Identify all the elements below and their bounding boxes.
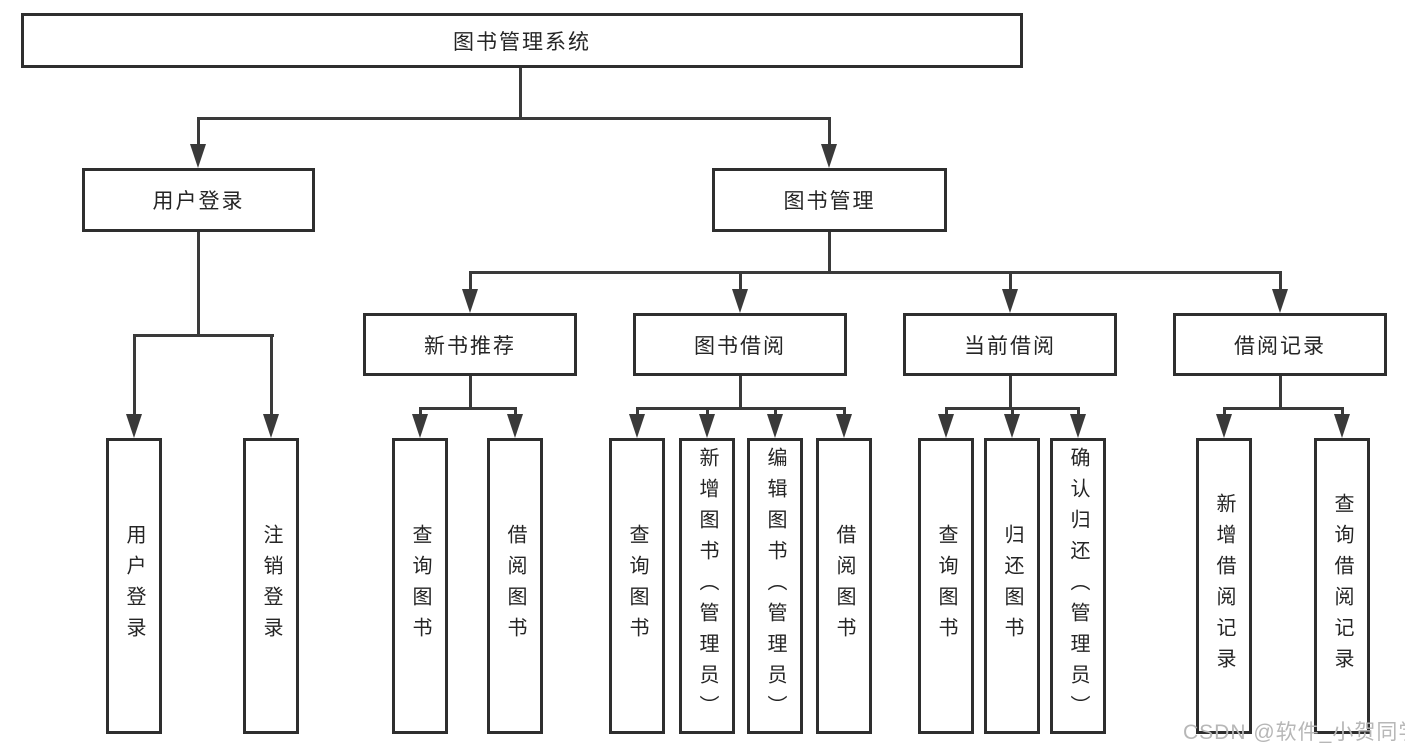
connector-records-drop <box>1278 376 1282 409</box>
arrow-down-icon <box>462 289 478 313</box>
connector-stem-book-management <box>827 117 831 148</box>
node-borrowing-records: 借阅记录 <box>1173 313 1387 376</box>
arrow-down-icon <box>821 144 837 168</box>
leaf-query-books-2: 查询图书 <box>609 438 665 734</box>
connector-stem-leaf <box>269 334 273 415</box>
connector-stem-leaf <box>773 407 777 416</box>
leaf-user-login: 用户登录 <box>106 438 162 734</box>
node-new-book-recommend: 新书推荐 <box>363 313 577 376</box>
node-label: 注销登录 <box>260 524 282 648</box>
node-label: 查询图书 <box>626 524 648 648</box>
node-book-management: 图书管理 <box>712 168 947 232</box>
arrow-down-icon <box>699 414 715 438</box>
connector-borrowing-split <box>635 407 846 410</box>
connector-level2-split <box>196 117 831 120</box>
arrow-down-icon <box>732 289 748 313</box>
connector-level3-split <box>468 271 1282 274</box>
connector-stem-leaf <box>944 407 948 416</box>
arrow-down-icon <box>629 414 645 438</box>
arrow-down-icon <box>126 414 142 438</box>
node-label: 用户登录 <box>152 190 245 213</box>
node-label: 查询借阅记录 <box>1331 493 1353 679</box>
connector-stem-leaf <box>635 407 639 416</box>
connector-stem-leaf <box>418 407 422 416</box>
arrow-down-icon <box>938 414 954 438</box>
arrow-down-icon <box>1334 414 1350 438</box>
connector-current-drop <box>1008 376 1012 409</box>
node-label: 借阅记录 <box>1234 334 1326 358</box>
leaf-add-books-admin: 新增图书（管理员） <box>679 438 735 734</box>
node-label: 借阅图书 <box>833 524 855 648</box>
node-root: 图书管理系统 <box>21 13 1023 68</box>
arrow-down-icon <box>1002 289 1018 313</box>
connector-user-login-drop <box>196 232 200 335</box>
leaf-query-borrow-record: 查询借阅记录 <box>1314 438 1370 734</box>
leaf-query-books-3: 查询图书 <box>918 438 974 734</box>
leaf-logout: 注销登录 <box>243 438 299 734</box>
connector-recommend-drop <box>468 376 472 409</box>
connector-borrowing-drop <box>738 376 742 409</box>
node-label: 查询图书 <box>409 524 431 648</box>
connector-recommend-split <box>418 407 517 410</box>
connector-stem-leaf <box>1340 407 1344 416</box>
connector-records-split <box>1222 407 1344 410</box>
node-label: 查询图书 <box>935 524 957 648</box>
leaf-borrow-books-2: 借阅图书 <box>816 438 872 734</box>
connector-stem-level3 <box>1008 271 1012 291</box>
connector-stem-leaf <box>1076 407 1080 416</box>
arrow-down-icon <box>263 414 279 438</box>
node-label: 新增图书（管理员） <box>696 446 718 726</box>
connector-book-management-drop <box>827 232 831 273</box>
arrow-down-icon <box>507 414 523 438</box>
connector-stem-leaf <box>705 407 709 416</box>
node-label: 当前借阅 <box>964 334 1056 358</box>
leaf-edit-books-admin: 编辑图书（管理员） <box>747 438 803 734</box>
connector-user-login-split <box>132 334 274 337</box>
arrow-down-icon <box>190 144 206 168</box>
connector-stem-leaf <box>1222 407 1226 416</box>
node-label: 图书管理 <box>783 190 876 213</box>
node-label: 借阅图书 <box>504 524 526 648</box>
node-label: 图书管理系统 <box>453 30 591 54</box>
connector-stem-leaf <box>132 334 136 415</box>
node-label: 归还图书 <box>1001 524 1023 648</box>
connector-stem-level3 <box>468 271 472 291</box>
node-label: 新增借阅记录 <box>1213 493 1235 679</box>
connector-stem-level3 <box>1278 271 1282 291</box>
leaf-add-borrow-record: 新增借阅记录 <box>1196 438 1252 734</box>
connector-root-drop <box>518 68 522 119</box>
node-label: 图书借阅 <box>694 334 786 358</box>
node-book-borrowing: 图书借阅 <box>633 313 847 376</box>
arrow-down-icon <box>412 414 428 438</box>
node-label: 确认归还（管理员） <box>1067 446 1089 726</box>
csdn-watermark: CSDN @软件_小贺同学 <box>1183 721 1405 744</box>
node-user-login: 用户登录 <box>82 168 315 232</box>
connector-stem-leaf <box>513 407 517 416</box>
leaf-borrow-books-1: 借阅图书 <box>487 438 543 734</box>
arrow-down-icon <box>1216 414 1232 438</box>
node-label: 新书推荐 <box>424 334 516 358</box>
arrow-down-icon <box>836 414 852 438</box>
connector-stem-user-login <box>196 117 200 148</box>
leaf-query-books-1: 查询图书 <box>392 438 448 734</box>
node-current-borrowing: 当前借阅 <box>903 313 1117 376</box>
connector-stem-leaf <box>842 407 846 416</box>
connector-stem-leaf <box>1010 407 1014 416</box>
leaf-return-books: 归还图书 <box>984 438 1040 734</box>
arrow-down-icon <box>1272 289 1288 313</box>
node-label: 用户登录 <box>123 524 145 648</box>
arrow-down-icon <box>767 414 783 438</box>
leaf-confirm-return-admin: 确认归还（管理员） <box>1050 438 1106 734</box>
arrow-down-icon <box>1004 414 1020 438</box>
node-label: 编辑图书（管理员） <box>764 446 786 726</box>
arrow-down-icon <box>1070 414 1086 438</box>
connector-stem-level3 <box>738 271 742 291</box>
